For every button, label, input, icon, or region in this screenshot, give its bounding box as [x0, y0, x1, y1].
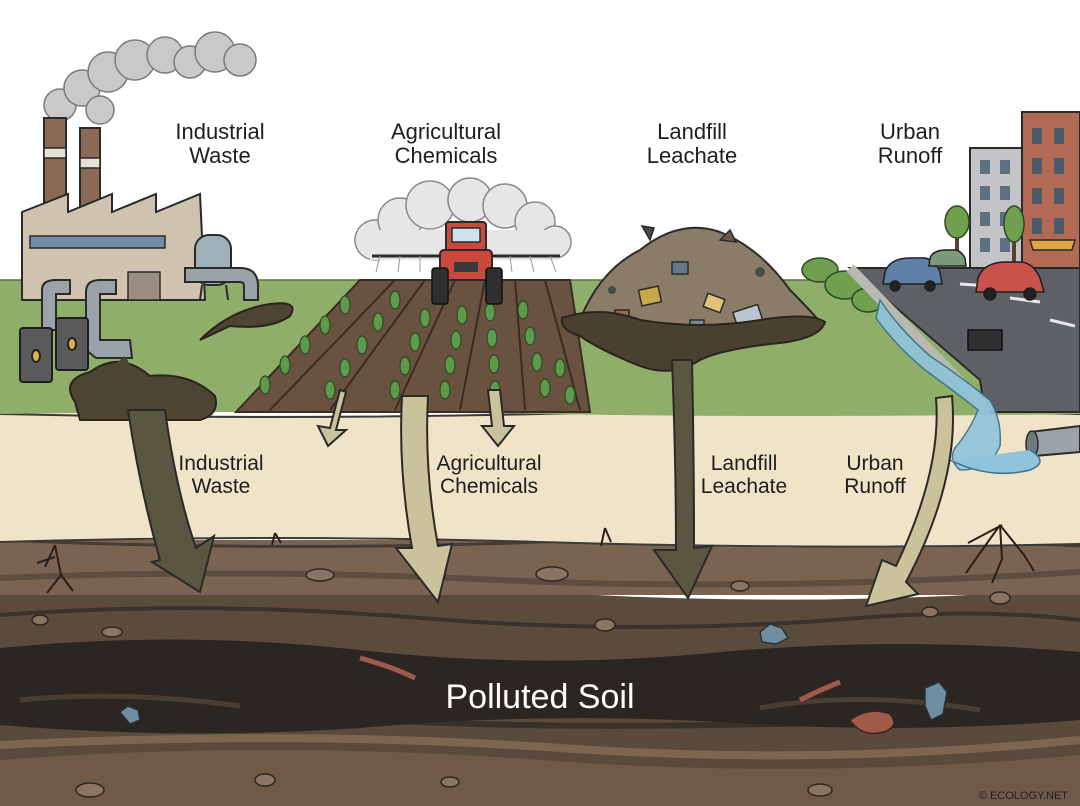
mid-label-agricultural-line2: Chemicals [439, 475, 539, 498]
mid-label-industrial-line1: Industrial [178, 452, 264, 475]
smoke-cloud-icon [43, 31, 257, 125]
top-label-urban-line1: Urban [880, 119, 940, 144]
mid-label-landfill: Landfill Leachate [701, 452, 787, 498]
subsoil-layer [0, 582, 1080, 661]
top-label-industrial: Industrial Waste [175, 120, 264, 168]
landfill-arrow [652, 359, 714, 600]
car-icon [882, 249, 1045, 301]
top-label-agricultural: Agricultural Chemicals [391, 120, 501, 168]
sand-layer [0, 411, 1080, 548]
top-label-industrial-line2: Waste [189, 143, 251, 168]
polluted-soil-label: Polluted Soil [445, 678, 635, 716]
soil-debris [31, 566, 1011, 798]
top-label-urban: Urban Runoff [878, 120, 942, 168]
storm-drain-icon [967, 329, 1003, 351]
mid-label-urban-line2: Runoff [844, 475, 906, 498]
top-label-urban-line2: Runoff [877, 143, 943, 168]
polluted-soil-band [0, 639, 1080, 734]
mid-label-agricultural-line1: Agricultural [436, 452, 542, 475]
mid-label-industrial: Industrial Waste [178, 452, 263, 498]
tractor-icon [372, 221, 560, 305]
runoff-stream [875, 298, 1002, 471]
plant-roots [36, 524, 1035, 594]
mid-label-landfill-line2: Leachate [700, 475, 788, 498]
mid-label-urban: Urban Runoff [844, 452, 906, 498]
city-building-icon [969, 111, 1080, 273]
industrial-arrow [126, 409, 216, 594]
mid-label-urban-line1: Urban [846, 452, 904, 475]
top-label-landfill-line1: Landfill [657, 119, 727, 144]
top-label-agricultural-line2: Chemicals [394, 143, 498, 168]
copyright-notice: © ECOLOGY.NET [978, 790, 1068, 802]
mid-label-landfill-line1: Landfill [710, 452, 778, 475]
agricultural-arrow-small-left [316, 388, 349, 448]
drain-pipe-icon [41, 267, 259, 359]
road [847, 267, 1080, 413]
industrial-sludge-pool [69, 360, 217, 421]
tree-icon [944, 205, 1025, 262]
mid-label-agricultural: Agricultural Chemicals [436, 452, 541, 498]
top-label-landfill-line2: Leachate [646, 143, 738, 168]
leachate-pool [560, 311, 827, 372]
top-label-industrial-line1: Industrial [175, 119, 265, 144]
top-label-landfill: Landfill Leachate [647, 120, 738, 168]
top-label-agricultural-line1: Agricultural [390, 119, 502, 144]
urban-arrow [864, 394, 955, 608]
factory-icon [21, 31, 257, 301]
agricultural-arrow-small-right [479, 389, 517, 448]
mid-label-industrial-line2: Waste [191, 475, 251, 498]
agricultural-arrow-large [393, 395, 454, 605]
oil-barrel-icon [19, 317, 89, 383]
